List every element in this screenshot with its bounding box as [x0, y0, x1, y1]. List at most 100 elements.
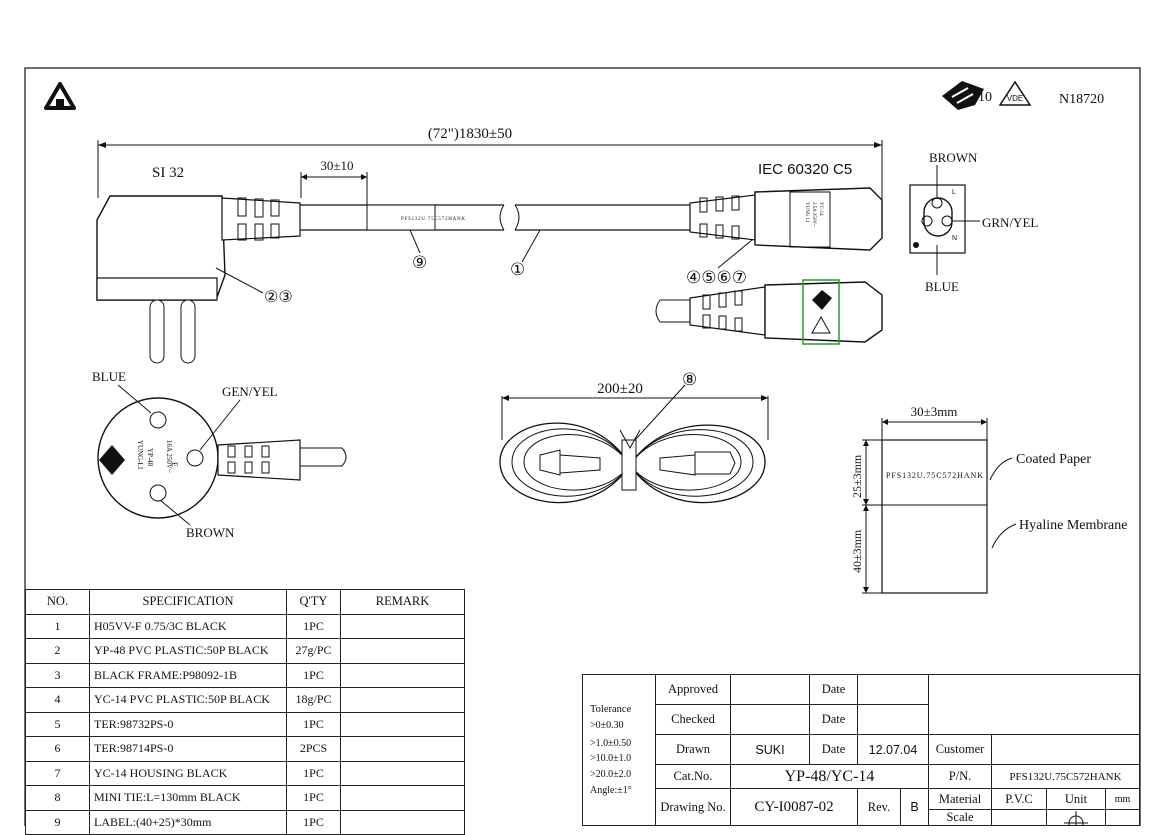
- bom-header-no: NO.: [25, 589, 90, 615]
- bom-remark: [340, 760, 465, 786]
- bom-qty: 1PC: [286, 809, 341, 835]
- balloon-connector: ④⑤⑥⑦: [686, 268, 747, 287]
- svg-text:VDE: VDE: [1007, 94, 1023, 103]
- bom-spec: YP-48 PVC PLASTIC:50P BLACK: [89, 638, 287, 664]
- bom-spec: MINI TIE:L=130mm BLACK: [89, 785, 287, 811]
- bom-no: 8: [25, 785, 90, 811]
- material-label: Material: [928, 788, 992, 810]
- title-block: Tolerance >0±0.30 >1.0±0.50 >10.0±1.0 >2…: [582, 674, 1140, 826]
- bom-qty: 27g/PC: [286, 638, 341, 664]
- material-value: P.V.C: [991, 788, 1047, 810]
- label-offset-dimension: [300, 172, 368, 205]
- projection-view-icon: [1105, 809, 1140, 826]
- unit-label: Unit: [1046, 788, 1106, 810]
- label-offset: 30±10: [320, 158, 353, 173]
- vde-mark-icon: VDE: [998, 80, 1032, 106]
- bom-spec: H05VV-F 0.75/3C BLACK: [89, 613, 287, 639]
- hyaline-membrane-label: Hyaline Membrane: [1019, 518, 1127, 533]
- bom-no: 1: [25, 613, 90, 639]
- plug-print-3: 16A 250V~: [165, 440, 173, 473]
- bom-no: 7: [25, 760, 90, 786]
- bom-spec: YC-14 PVC PLASTIC:50P BLACK: [89, 687, 287, 713]
- tolerance-line: >0±0.30: [590, 720, 624, 731]
- cable-top: [300, 204, 690, 263]
- socket-grn-yel-label: GRN/YEL: [982, 215, 1038, 230]
- plug-print-1: YUNG-LI: [136, 440, 144, 470]
- sheet-border: [24, 67, 1141, 826]
- drawn-label: Drawn: [655, 734, 731, 765]
- connector-type-label: IEC 60320 C5: [758, 161, 852, 178]
- bom-spec: YC-14 HOUSING BLACK: [89, 760, 287, 786]
- bom-spec: TER:98714PS-0: [89, 736, 287, 762]
- approved-date-value: [857, 674, 929, 705]
- socket-neutral-mark: N: [952, 235, 957, 242]
- cat-no-label: Cat.No.: [655, 764, 731, 789]
- company-logo: [44, 82, 76, 110]
- bom-header-remark: REMARK: [340, 589, 465, 615]
- connector-print-2: 2.5A 250V~: [811, 202, 816, 227]
- drawing-no-label: Drawing No.: [655, 788, 731, 826]
- coiled-cord-view: [499, 384, 769, 504]
- cable-label-print: PFS132U.75C572HANK: [401, 217, 465, 222]
- plug-type-label: SI 32: [152, 165, 184, 181]
- rev-value: B: [900, 788, 929, 826]
- customer-label: Customer: [928, 734, 992, 765]
- approved-value: [730, 674, 810, 705]
- tolerance-line: >20.0±2.0: [590, 769, 632, 780]
- plug-earth-mark: E: [170, 462, 179, 467]
- bom-remark: [340, 711, 465, 737]
- approved-label: Approved: [655, 674, 731, 705]
- overall-length: (72")1830±50: [428, 126, 512, 142]
- cat-no: YP-48/YC-14: [730, 764, 929, 789]
- socket-brown-label: BROWN: [929, 150, 978, 165]
- connector-print-1: YUNG LI: [804, 202, 809, 223]
- balloon-cable: ①: [510, 260, 525, 279]
- coated-paper-label: Coated Paper: [1016, 452, 1091, 467]
- cert-number: N18720: [1059, 92, 1104, 107]
- projection-symbol-icon: [1046, 809, 1106, 826]
- pn-value: PFS132U.75C572HANK: [991, 764, 1140, 789]
- bom-no: 9: [25, 809, 90, 835]
- bom-no: 4: [25, 687, 90, 713]
- bom-qty: 18g/PC: [286, 687, 341, 713]
- bom-no: 3: [25, 662, 90, 688]
- label-membrane-height: 40±3mm: [850, 529, 864, 573]
- checked-date-value: [857, 704, 929, 735]
- checked-value: [730, 704, 810, 735]
- drawn-date-label: Date: [809, 734, 858, 765]
- bom-qty: 1PC: [286, 613, 341, 639]
- plug-print-2: YP-48: [146, 448, 154, 467]
- bom-remark: [340, 736, 465, 762]
- tolerance-line: >10.0±1.0: [590, 753, 632, 764]
- bom-qty: 1PC: [286, 760, 341, 786]
- bom-header-qty: Q'TY: [286, 589, 341, 615]
- bom-header-row: NO. SPECIFICATION Q'TY REMARK: [25, 589, 465, 615]
- socket-face: [909, 165, 980, 275]
- bom-qty: 1PC: [286, 785, 341, 811]
- approved-date-label: Date: [809, 674, 858, 705]
- bom-no: 6: [25, 736, 90, 762]
- tolerance-line: Angle:±1°: [590, 785, 632, 796]
- connector-print-3: YC-14: [818, 202, 823, 216]
- bom-qty: 2PCS: [286, 736, 341, 762]
- pn-label: P/N.: [928, 764, 992, 789]
- cert-mark-1-icon: [942, 81, 984, 110]
- customer-value: [991, 734, 1140, 765]
- balloon-plug: ②③: [264, 289, 293, 306]
- socket-blue-label: BLUE: [925, 279, 959, 294]
- cert-mark-1-number: 10: [978, 90, 992, 105]
- checked-label: Checked: [655, 704, 731, 735]
- socket-live-mark: L: [952, 189, 956, 196]
- plug-blue-label: BLUE: [92, 369, 126, 384]
- label-paper-height: 25±3mm: [850, 454, 864, 498]
- tolerance-label: Tolerance: [590, 704, 632, 715]
